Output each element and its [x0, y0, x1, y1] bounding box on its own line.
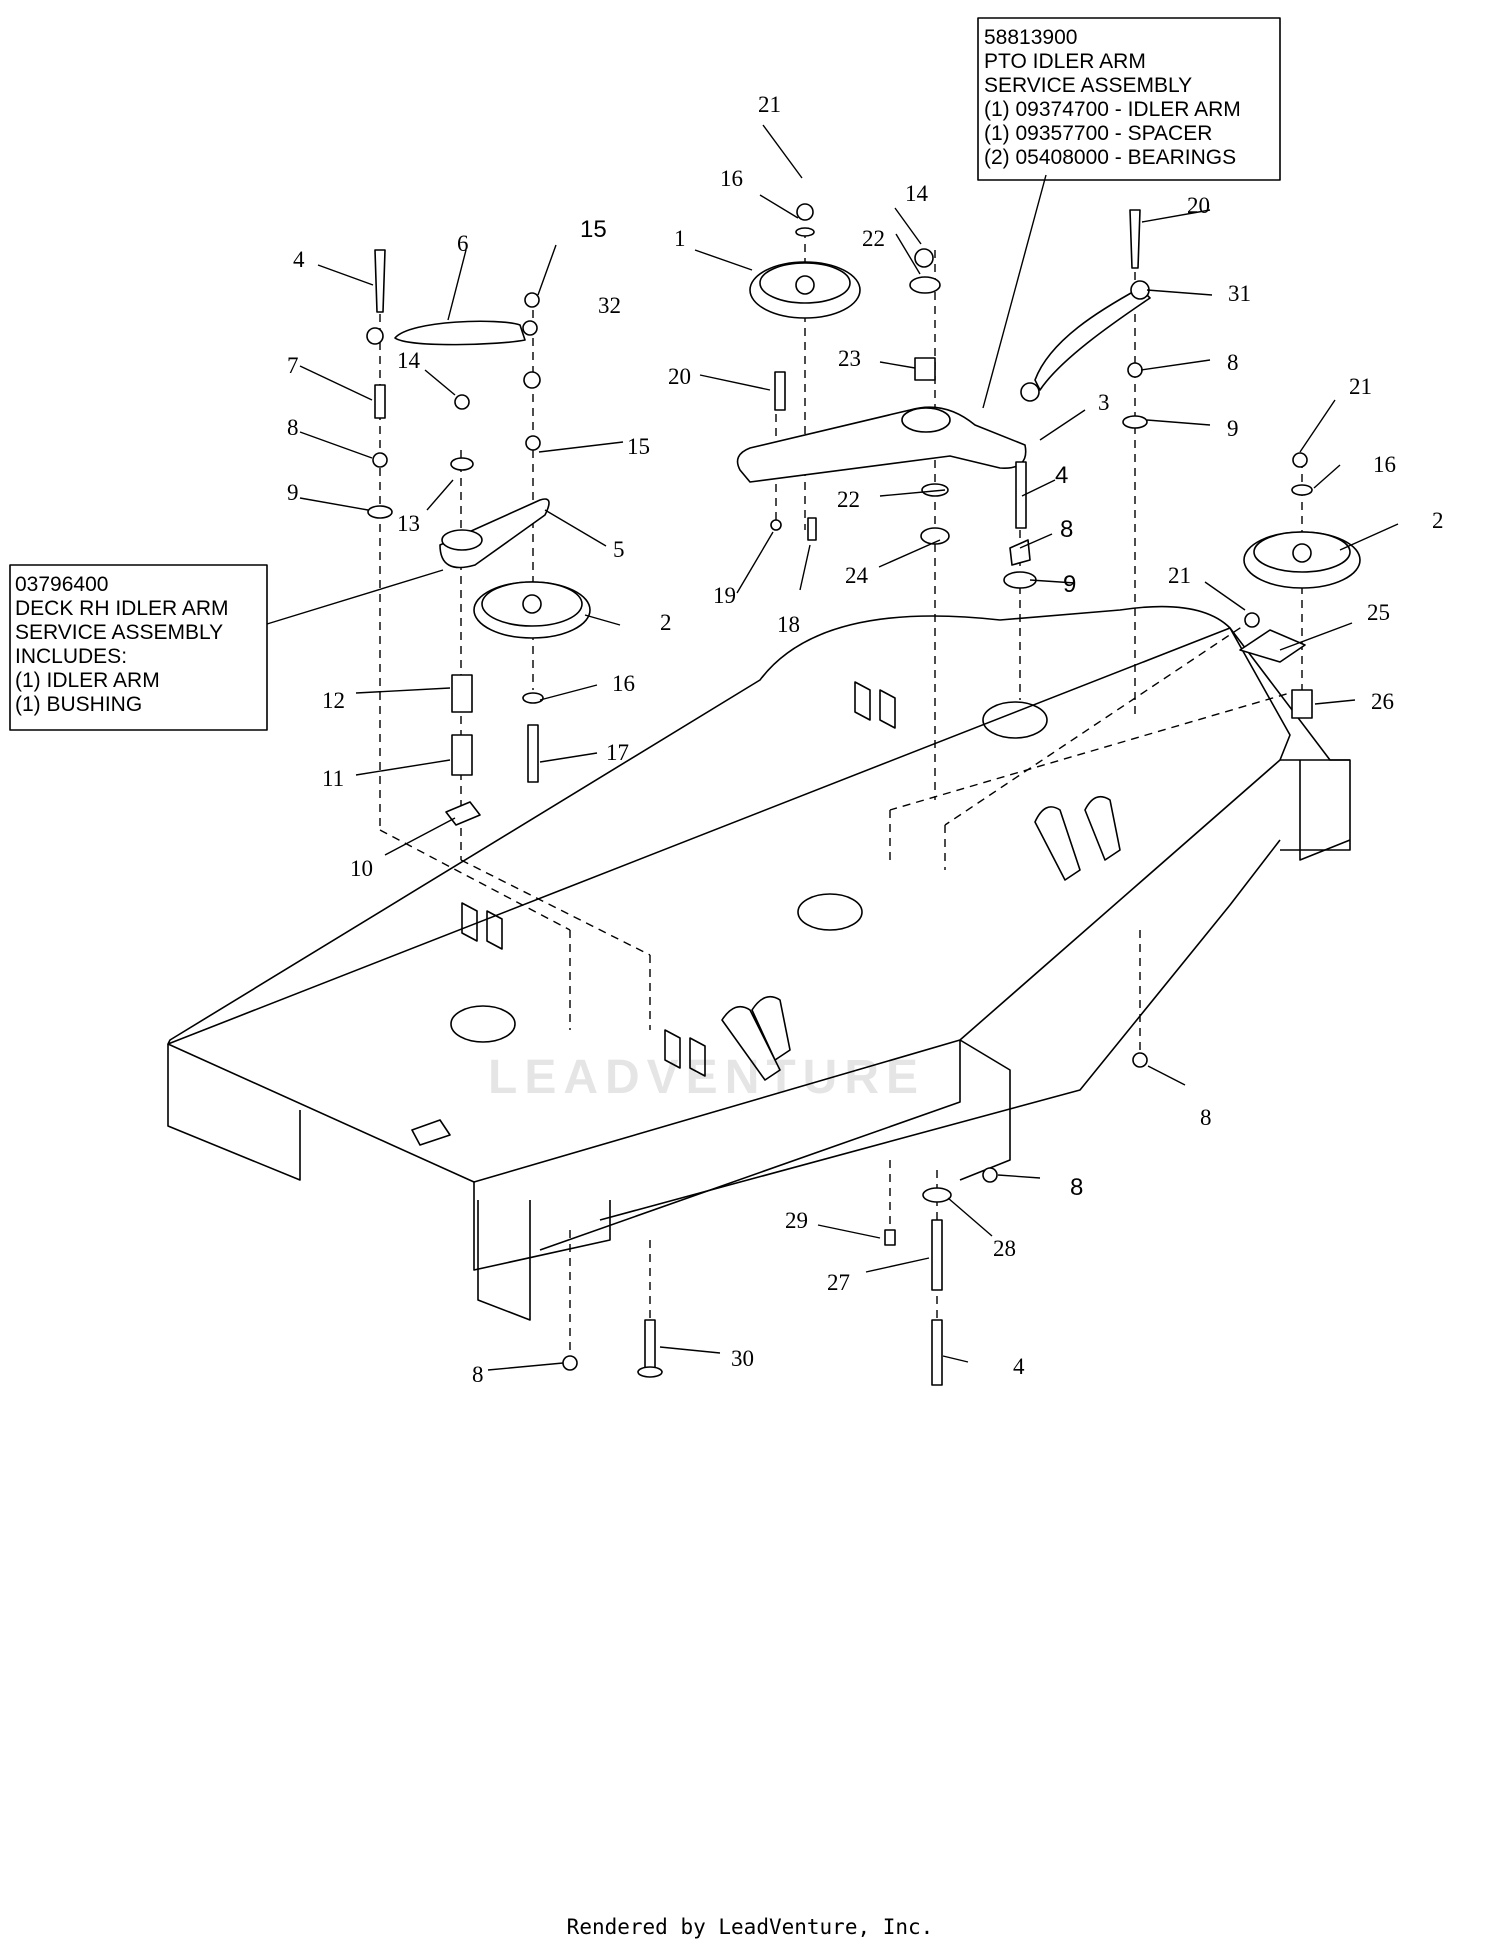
parts	[366, 203, 1361, 1386]
pto-assembly-box	[977, 17, 1281, 181]
callout-10: 10	[350, 856, 373, 881]
mower-deck	[167, 605, 1351, 1321]
rh-box-line: (1) IDLER ARM	[15, 669, 160, 692]
callout-24: 24	[845, 563, 869, 588]
callout-12: 12	[322, 688, 345, 713]
callout-15: 15	[580, 216, 607, 243]
callout-8: 8	[287, 415, 299, 440]
callout-30: 30	[731, 1346, 754, 1371]
callout-8: 8	[472, 1362, 484, 1387]
callout-14: 14	[397, 348, 421, 373]
watermark: LEADVENTURE	[488, 1051, 926, 1104]
callout-15: 15	[627, 434, 650, 459]
rh-idler-assembly-box	[9, 564, 268, 731]
callout-6: 6	[457, 231, 469, 256]
callout-9: 9	[1063, 571, 1076, 598]
callout-31: 31	[1228, 281, 1251, 306]
callout-25: 25	[1367, 600, 1390, 625]
callout-4: 4	[293, 247, 305, 272]
callout-11: 11	[322, 766, 344, 791]
callout-9: 9	[1227, 416, 1239, 441]
callout-2: 2	[660, 610, 672, 635]
callout-16: 16	[720, 166, 743, 191]
pto-box-line: SERVICE ASSEMBLY	[984, 74, 1192, 97]
callout-2: 2	[1432, 508, 1444, 533]
callout-26: 26	[1371, 689, 1394, 714]
callout-20: 20	[668, 364, 691, 389]
callout-14: 14	[905, 181, 929, 206]
callout-22: 22	[862, 226, 885, 251]
callout-19: 19	[713, 583, 736, 608]
callout-4: 4	[1013, 1354, 1025, 1379]
callout-8: 8	[1227, 350, 1239, 375]
footer-credit: Rendered by LeadVenture, Inc.	[566, 1915, 934, 1939]
callout-13: 13	[397, 511, 420, 536]
callout-18: 18	[777, 612, 800, 637]
callout-8: 8	[1200, 1105, 1212, 1130]
callout-17: 17	[606, 740, 629, 765]
callout-27: 27	[827, 1270, 850, 1295]
callout-7: 7	[287, 353, 299, 378]
leader-lines	[266, 124, 1399, 1371]
callout-3: 3	[1098, 390, 1110, 415]
rh-box-line: 03796400	[15, 573, 108, 596]
callout-21: 21	[1168, 563, 1191, 588]
callout-1: 1	[674, 226, 686, 251]
pto-box-line: 58813900	[984, 26, 1077, 49]
callout-16: 16	[1373, 452, 1396, 477]
callout-29: 29	[785, 1208, 808, 1233]
callout-20: 20	[1187, 193, 1210, 218]
callout-28: 28	[993, 1236, 1016, 1261]
callout-32: 32	[598, 293, 621, 318]
rh-box-line: SERVICE ASSEMBLY	[15, 621, 223, 644]
rh-box-line: (1) BUSHING	[15, 693, 142, 716]
rh-box-line: INCLUDES:	[15, 645, 127, 668]
rh-assembly-text: 03796400 DECK RH IDLER ARM SERVICE ASSEM…	[15, 573, 229, 716]
pto-box-line: (2) 05408000 - BEARINGS	[984, 146, 1236, 169]
pto-box-line: PTO IDLER ARM	[984, 50, 1146, 73]
pto-box-line: (1) 09357700 - SPACER	[984, 122, 1212, 145]
callout-5: 5	[613, 537, 625, 562]
callout-16: 16	[612, 671, 635, 696]
callout-labels: 1 2 2 3 4 4 4 5 6 7 8 8 8 8 8 8 9 9 9 10…	[287, 92, 1444, 1387]
callout-8: 8	[1060, 516, 1073, 543]
pto-assembly-text: 58813900 PTO IDLER ARM SERVICE ASSEMBLY …	[984, 26, 1241, 169]
pto-box-line: (1) 09374700 - IDLER ARM	[984, 98, 1241, 121]
callout-23: 23	[838, 346, 861, 371]
callout-22: 22	[837, 487, 860, 512]
callout-9: 9	[287, 480, 299, 505]
callout-8: 8	[1070, 1174, 1083, 1201]
rh-box-line: DECK RH IDLER ARM	[15, 597, 229, 620]
callout-21: 21	[758, 92, 781, 117]
assembly-centerlines	[379, 230, 1303, 1370]
callout-4: 4	[1055, 462, 1068, 489]
callout-21: 21	[1349, 374, 1372, 399]
